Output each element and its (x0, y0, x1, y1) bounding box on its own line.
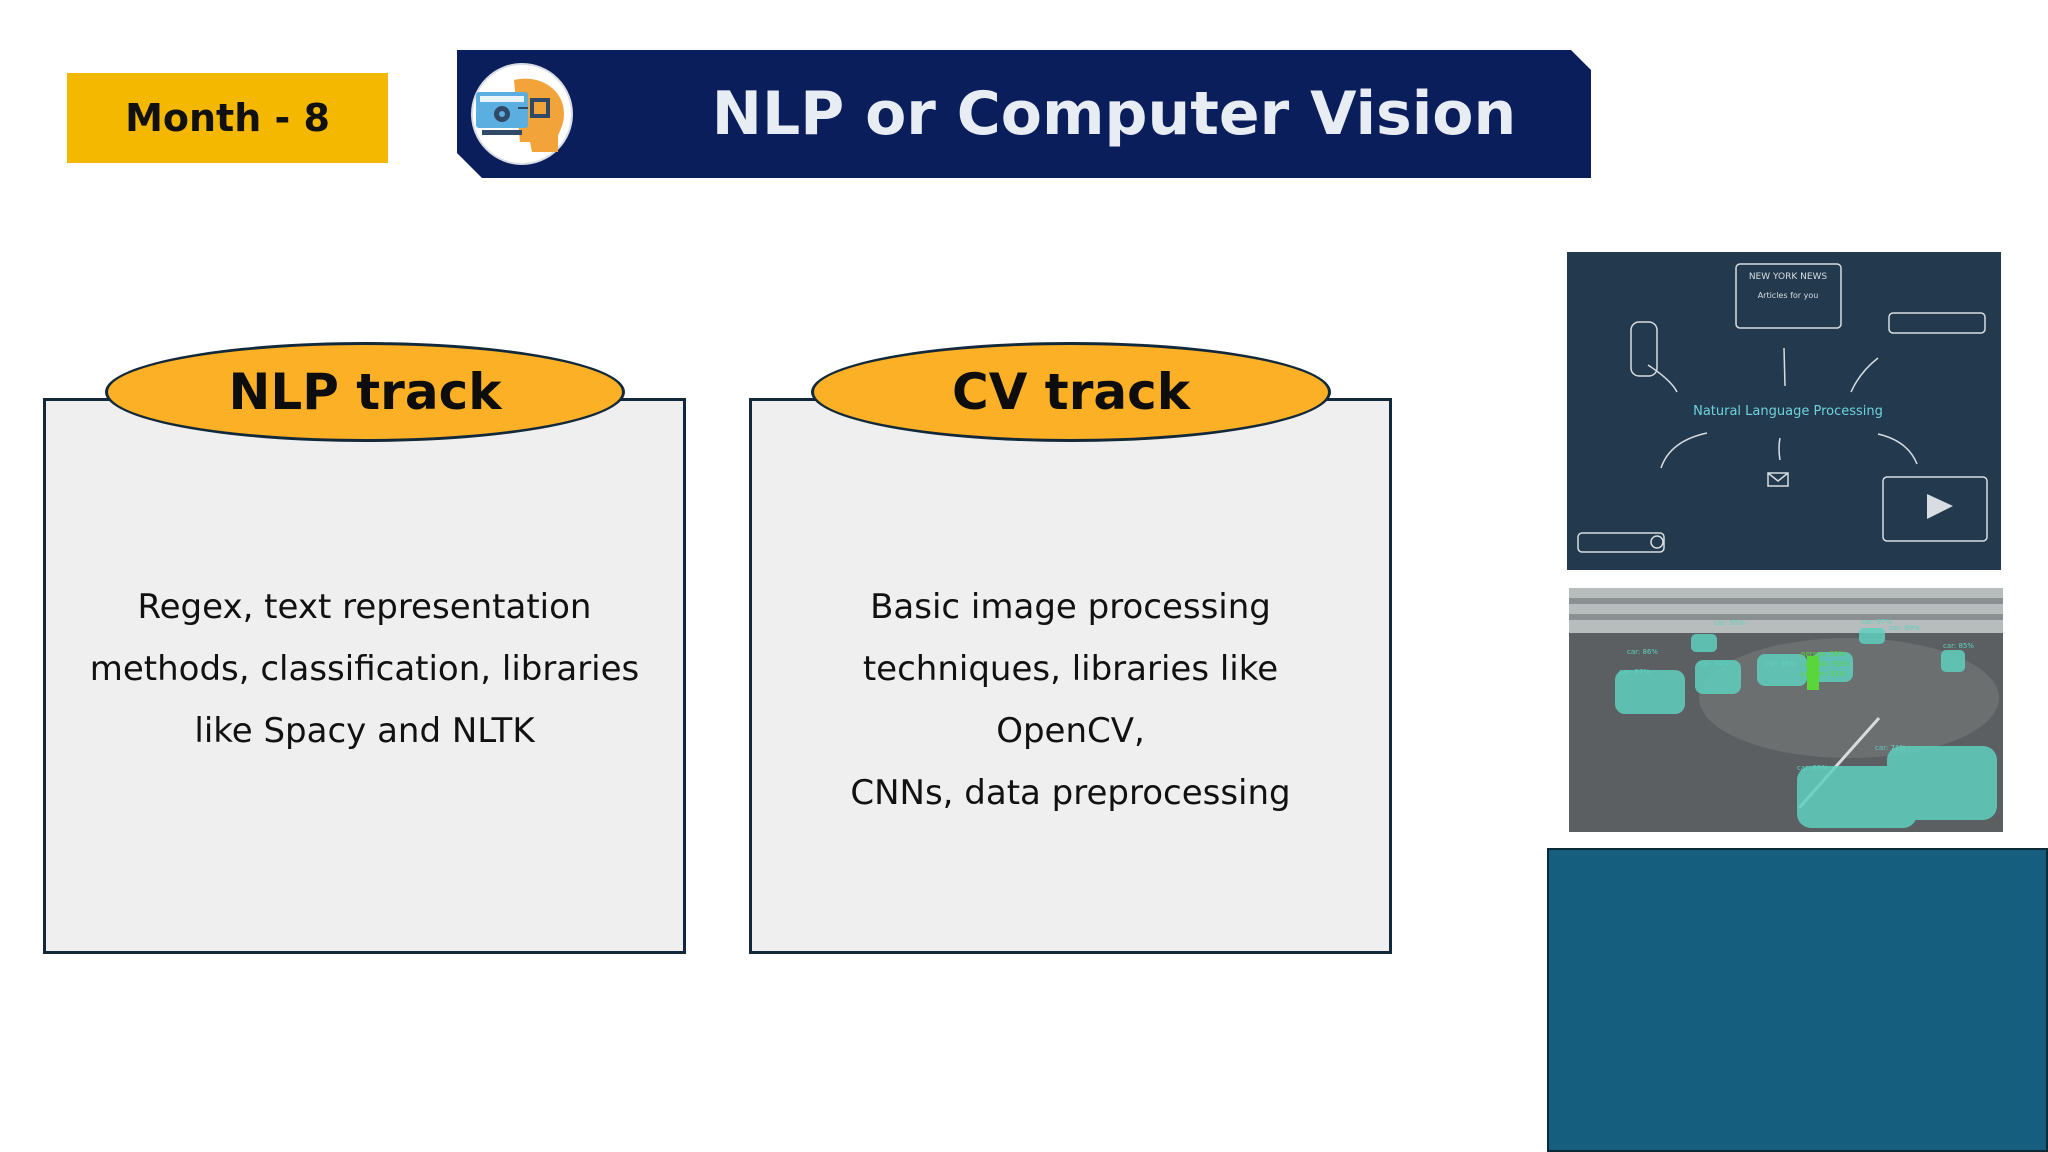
detection-label: car: 85% (1943, 642, 1974, 650)
detection-label: person: 91% (1801, 670, 1845, 678)
nlp-line-3: like Spacy and NLTK (194, 711, 535, 751)
detection-label: person: 59% (1801, 650, 1845, 658)
news-subtitle: Articles for you (1758, 291, 1819, 300)
video-player-frame (1882, 476, 1988, 542)
page-title: NLP or Computer Vision (711, 79, 1517, 149)
nlp-track-description: Regex, text representation methods, clas… (86, 576, 643, 762)
cv-object-detection-image: car: 95% car: 97% car: 89% car: 86% car:… (1569, 588, 2003, 832)
cv-track-heading-pill: CV track (811, 342, 1331, 442)
search-bar-frame (1888, 312, 1986, 334)
detection-label: car: 97% (1861, 618, 1892, 626)
detection-label: person: 92% (1805, 660, 1849, 668)
news-panel-frame (1735, 263, 1842, 329)
cv-track-card: Basic image processing techniques, libra… (749, 398, 1392, 954)
cv-line-2: techniques, libraries like OpenCV, (862, 649, 1279, 751)
ai-head-icon (471, 63, 573, 165)
blue-panel (1547, 848, 2048, 1152)
month-badge: Month - 8 (67, 73, 388, 163)
detection-label: car: 98% (1765, 660, 1796, 668)
detection-label: car: 69% (1797, 764, 1828, 772)
detection-label: car: 86% (1627, 648, 1658, 656)
cv-line-3: CNNs, data preprocessing (850, 773, 1291, 813)
smart-speaker-icon (1630, 321, 1658, 377)
mail-icon (1767, 472, 1789, 487)
nlp-track-card: Regex, text representation methods, clas… (43, 398, 686, 954)
title-banner: NLP or Computer Vision (457, 50, 1591, 178)
nlp-illustration: NEW YORK NEWS Articles for you Natural L… (1567, 252, 2001, 570)
detection-label: car: 71% (1875, 744, 1906, 752)
nlp-track-heading: NLP track (228, 363, 502, 421)
detection-label: car: 94% (1699, 660, 1730, 668)
detection-label: car: 95% (1714, 619, 1745, 627)
nlp-track-heading-pill: NLP track (105, 342, 625, 442)
cv-track-heading: CV track (952, 363, 1190, 421)
detection-label: car: 89% (1889, 624, 1920, 632)
month-badge-label: Month - 8 (125, 96, 330, 140)
nlp-line-2: methods, classification, libraries (89, 649, 640, 689)
cv-line-1: Basic image processing (870, 587, 1271, 627)
input-bar-frame (1577, 532, 1665, 553)
detection-label: car: 97% (1619, 668, 1650, 676)
play-icon (1927, 494, 1953, 519)
cv-track-description: Basic image processing techniques, libra… (792, 576, 1349, 824)
nlp-center-label: Natural Language Processing (1693, 404, 1883, 419)
news-title: NEW YORK NEWS (1749, 272, 1828, 282)
nlp-line-1: Regex, text representation (137, 587, 592, 627)
